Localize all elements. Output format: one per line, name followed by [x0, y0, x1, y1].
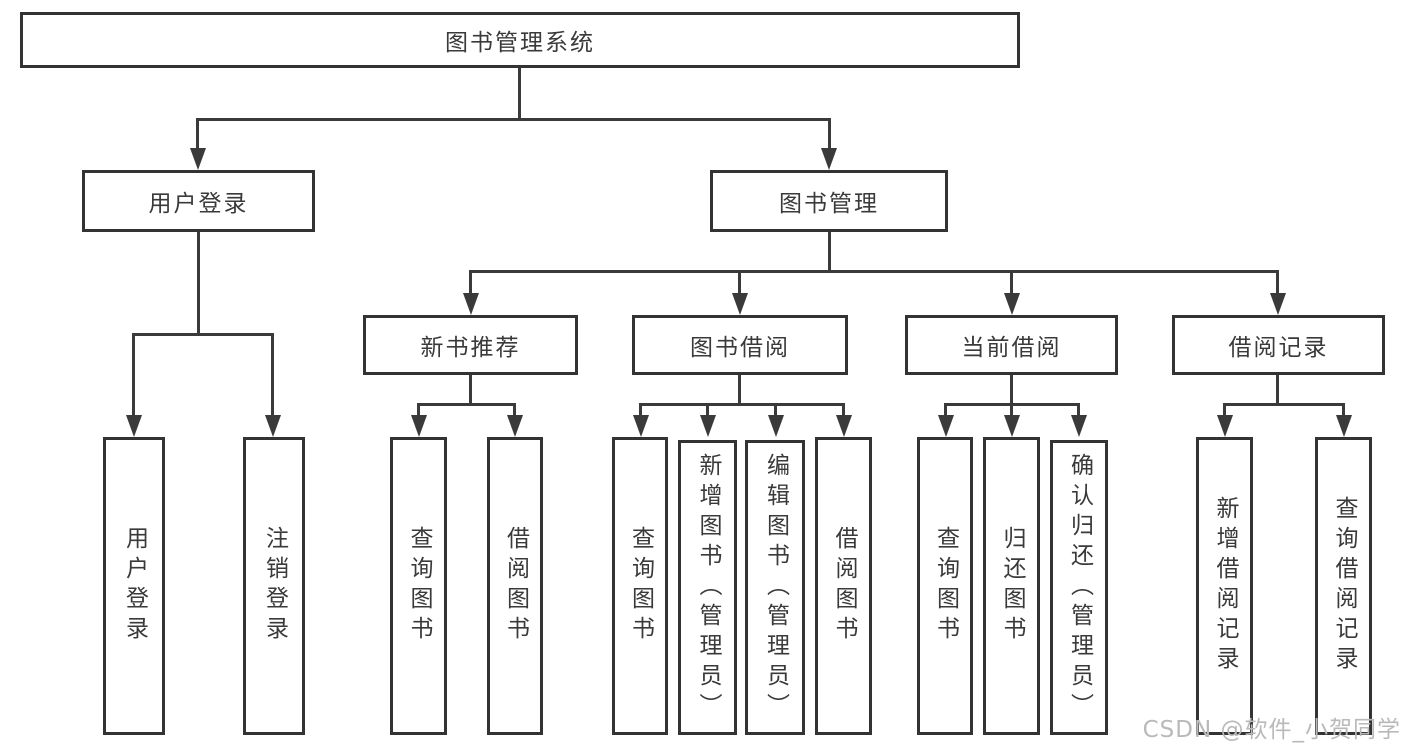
arrowhead-down-icon [938, 415, 954, 437]
arrowhead-down-icon [732, 293, 748, 315]
node-borrow-records: 借阅记录 [1172, 315, 1385, 375]
leaf-current-confirm-return-admin: 确认归还（管理员） [1050, 440, 1108, 735]
connector-line [469, 270, 1279, 273]
node-borrow-records-label: 借阅记录 [1228, 335, 1329, 361]
connector-line [1223, 403, 1344, 406]
connector-line [196, 118, 199, 149]
connector-line [828, 118, 831, 149]
leaf-borrow-borrow-books: 借阅图书 [815, 437, 872, 735]
arrowhead-down-icon [1270, 293, 1286, 315]
connector-line [706, 403, 709, 416]
arrowhead-down-icon [1004, 293, 1020, 315]
node-current-borrow: 当前借阅 [905, 315, 1118, 375]
connector-line [513, 403, 516, 416]
leaf-logout-label: 注销登录 [261, 526, 288, 646]
connector-line [774, 403, 777, 416]
leaf-borrow-edit-books-admin: 编辑图书（管理员） [745, 440, 805, 735]
connector-line [132, 333, 135, 416]
leaf-borrow-add-books-admin: 新增图书（管理员） [678, 440, 737, 735]
leaf-records-add-record: 新增借阅记录 [1196, 437, 1253, 735]
connector-line [842, 403, 845, 416]
leaf-current-query-books-label: 查询图书 [932, 526, 959, 646]
leaf-recommend-query-books-label: 查询图书 [406, 526, 432, 646]
connector-line [469, 375, 472, 406]
leaf-records-query-record-label: 查询借阅记录 [1331, 496, 1357, 676]
arrowhead-down-icon [126, 415, 142, 437]
connector-line [196, 118, 831, 121]
leaf-recommend-borrow-books: 借阅图书 [487, 437, 543, 735]
leaf-current-return-books: 归还图书 [983, 437, 1040, 735]
connector-line [1276, 270, 1279, 294]
connector-line [1077, 403, 1080, 416]
arrowhead-down-icon [836, 415, 852, 437]
node-root-label: 图书管理系统 [445, 30, 595, 56]
leaf-recommend-borrow-books-label: 借阅图书 [502, 526, 529, 646]
arrowhead-down-icon [633, 415, 649, 437]
arrowhead-down-icon [265, 415, 281, 437]
connector-line [1010, 403, 1013, 416]
watermark: CSDN @软件_小贺同学 [1142, 717, 1401, 743]
leaf-records-query-record: 查询借阅记录 [1315, 437, 1372, 735]
connector-line [639, 403, 844, 406]
leaf-borrow-query-books-label: 查询图书 [627, 526, 654, 646]
arrowhead-down-icon [411, 415, 427, 437]
leaf-current-query-books: 查询图书 [917, 437, 973, 735]
connector-line [132, 333, 274, 336]
connector-line [1276, 375, 1279, 406]
node-current-borrow-label: 当前借阅 [961, 335, 1062, 361]
node-book-management: 图书管理 [710, 170, 948, 232]
connector-line [1010, 270, 1013, 294]
leaf-logout: 注销登录 [243, 437, 305, 735]
leaf-recommend-query-books: 查询图书 [390, 437, 447, 735]
connector-line [828, 232, 831, 273]
node-root: 图书管理系统 [20, 12, 1020, 68]
leaf-current-return-books-label: 归还图书 [999, 526, 1025, 646]
arrowhead-down-icon [1336, 415, 1352, 437]
node-book-management-label: 图书管理 [779, 191, 879, 217]
arrowhead-down-icon [463, 293, 479, 315]
node-new-book-recommend-label: 新书推荐 [420, 335, 521, 361]
connector-line [1010, 375, 1013, 406]
connector-line [417, 403, 420, 416]
arrowhead-down-icon [700, 415, 716, 437]
connector-line [738, 375, 741, 406]
leaf-user-login-label: 用户登录 [121, 526, 148, 646]
arrowhead-down-icon [1217, 415, 1233, 437]
leaf-user-login: 用户登录 [103, 437, 165, 735]
leaf-current-confirm-return-admin-label: 确认归还（管理员） [1066, 452, 1093, 723]
connector-line [518, 68, 521, 121]
connector-line [1223, 403, 1226, 416]
connector-line [1342, 403, 1345, 416]
arrowhead-down-icon [821, 148, 837, 170]
node-book-borrow-label: 图书借阅 [690, 335, 790, 361]
connector-line [271, 333, 274, 416]
connector-line [417, 403, 516, 406]
connector-line [944, 403, 947, 416]
leaf-records-add-record-label: 新增借阅记录 [1212, 496, 1238, 676]
arrowhead-down-icon [1004, 415, 1020, 437]
node-user-login: 用户登录 [82, 170, 315, 232]
leaf-borrow-add-books-admin-label: 新增图书（管理员） [695, 452, 721, 723]
connector-line [469, 270, 472, 294]
node-user-login-label: 用户登录 [148, 191, 249, 217]
leaf-borrow-edit-books-admin-label: 编辑图书（管理员） [762, 452, 789, 723]
arrowhead-down-icon [1071, 415, 1087, 437]
arrowhead-down-icon [768, 415, 784, 437]
leaf-borrow-borrow-books-label: 借阅图书 [831, 526, 857, 646]
arrowhead-down-icon [507, 415, 523, 437]
connector-line [738, 270, 741, 294]
connector-line [197, 232, 200, 335]
leaf-borrow-query-books: 查询图书 [612, 437, 668, 735]
connector-line [639, 403, 642, 416]
arrowhead-down-icon [190, 148, 206, 170]
node-new-book-recommend: 新书推荐 [363, 315, 578, 375]
node-book-borrow: 图书借阅 [632, 315, 848, 375]
